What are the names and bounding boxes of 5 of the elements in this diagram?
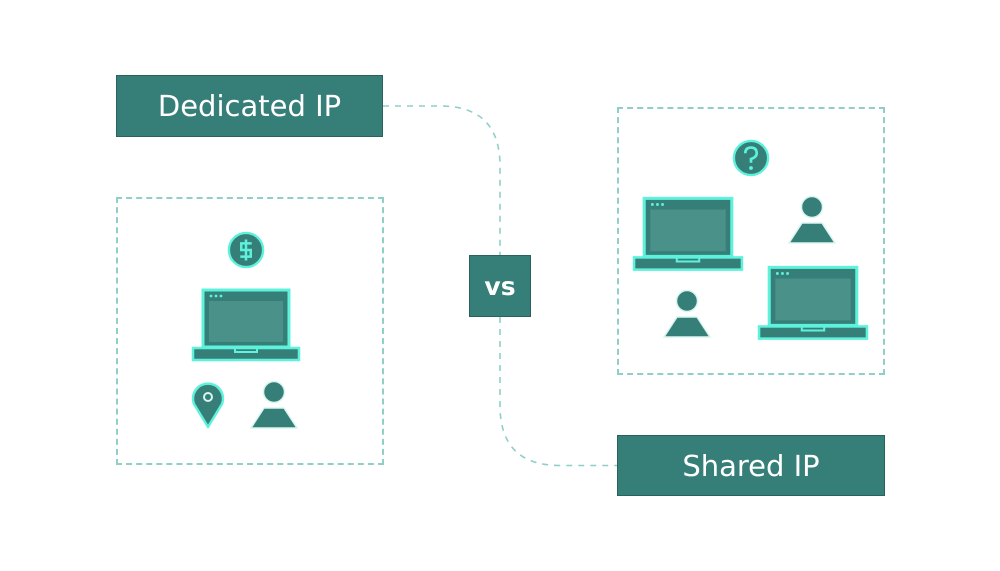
label-box: Dedicated IP xyxy=(116,75,383,137)
dashed-connector xyxy=(383,105,501,255)
dashed-connector xyxy=(499,317,617,466)
label-box: vs xyxy=(469,255,531,317)
label-box: Shared IP xyxy=(617,435,885,496)
